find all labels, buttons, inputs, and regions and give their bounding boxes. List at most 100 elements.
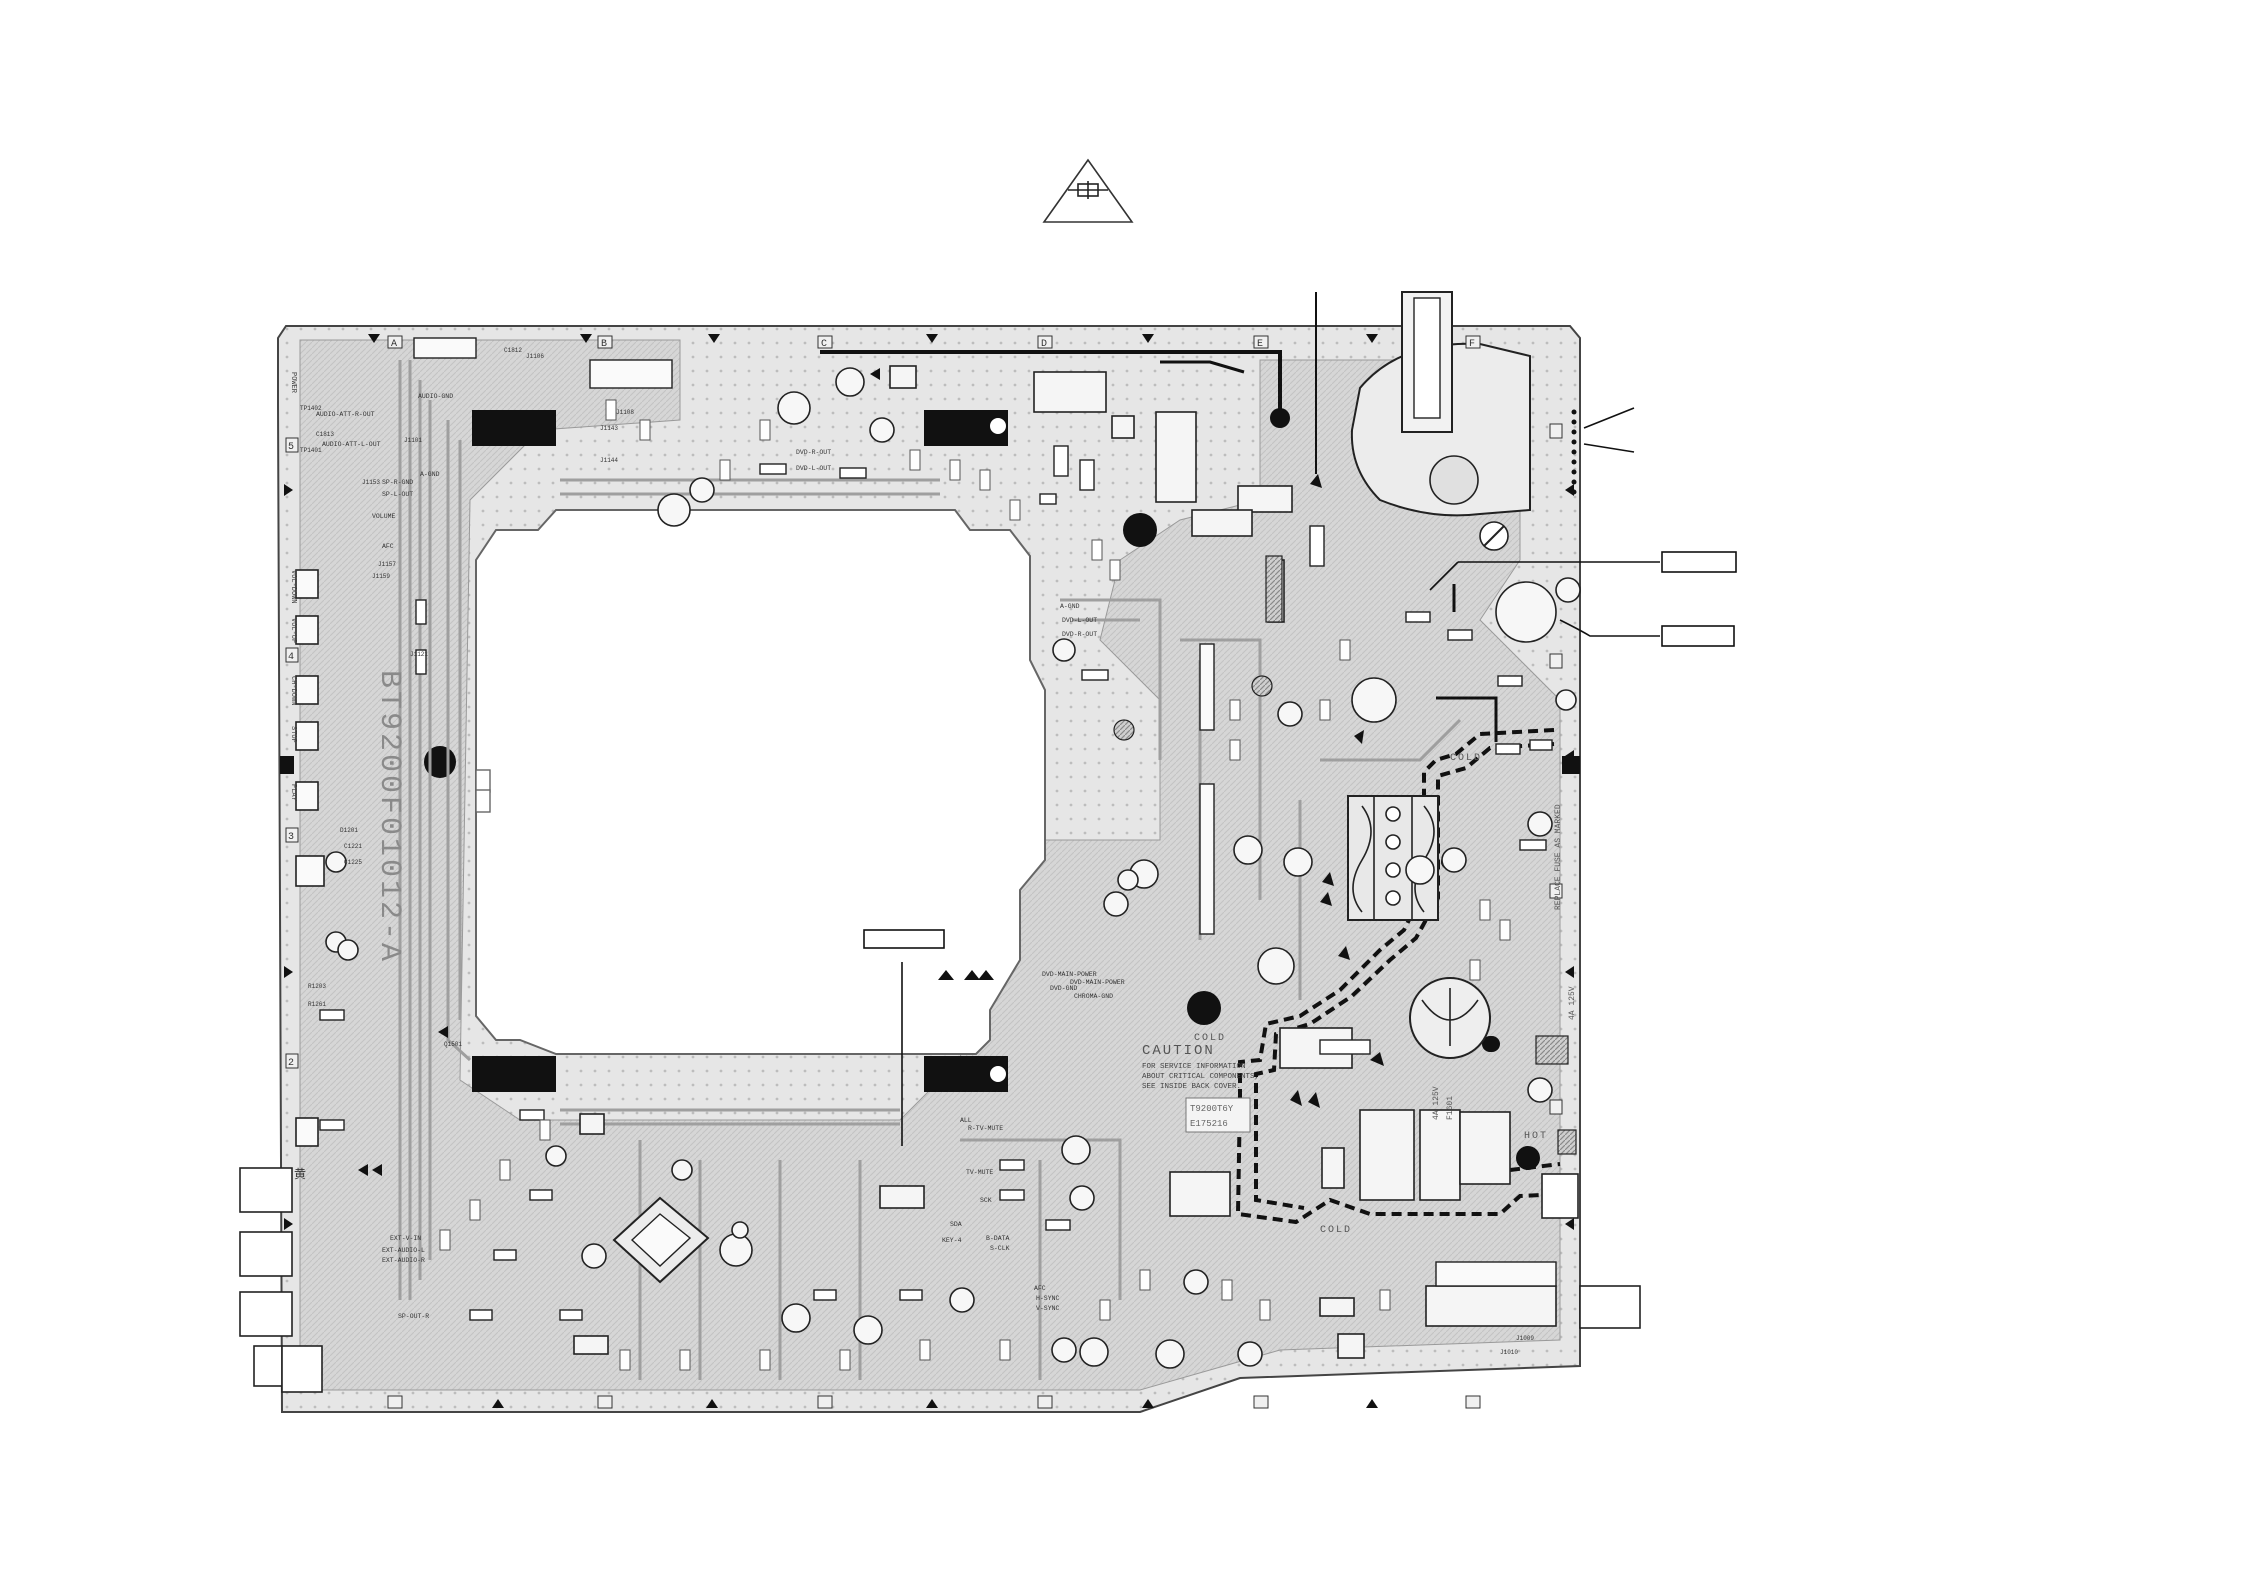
- svg-text:C1225: C1225: [344, 859, 362, 866]
- svg-text:C1813: C1813: [316, 431, 334, 438]
- svg-text:J1101: J1101: [404, 437, 422, 444]
- fuse-rating-2: 4A 125V: [1568, 986, 1577, 1020]
- label-sp-out-r: SP-OUT-R: [398, 1313, 429, 1320]
- leader-lines: [901, 407, 1660, 1146]
- label-power: POWER: [289, 372, 297, 394]
- svg-text:TP1401: TP1401: [300, 447, 322, 454]
- label-dvd-r-out-mid: DVD-R-OUT: [1062, 631, 1097, 638]
- approval-stamp: T9200T6Y E175216: [1185, 1097, 1251, 1133]
- label-all: ALL: [960, 1117, 972, 1124]
- connector-label-yellow: 黄: [294, 1167, 306, 1181]
- grid-letter-b-top: B: [601, 339, 607, 350]
- label-audio-gnd: AUDIO-GND: [418, 393, 453, 400]
- grid-number-5: 5: [288, 442, 294, 453]
- label-dvd-l-out: DVD-L-OUT: [796, 465, 831, 472]
- fuse-notes: 4A 125V F1601 REPLACE FUSE AS MARKED 4A …: [1432, 804, 1577, 1120]
- label-stop: STOP: [289, 726, 297, 743]
- label-b-data: B-DATA: [986, 1235, 1010, 1242]
- label-s-clk: S-CLK: [990, 1245, 1010, 1252]
- label-chroma-gnd: CHROMA-GND: [1074, 993, 1113, 1000]
- label-r-tv-mute: R-TV-MUTE: [968, 1125, 1003, 1132]
- hatched-parts: [1113, 555, 1577, 1155]
- ic-package: [612, 1196, 710, 1284]
- label-vol-up: VOL-UP: [289, 618, 297, 643]
- svg-text:C1812: C1812: [504, 347, 522, 354]
- svg-text:C1221: C1221: [344, 843, 362, 850]
- label-vol-down: VOL-DOWN: [289, 570, 297, 604]
- label-ext-audio-r: EXT-AUDIO-R: [382, 1257, 425, 1264]
- label-key-4: KEY-4: [942, 1237, 962, 1244]
- label-a-gnd-mid: A-GND: [1060, 603, 1080, 610]
- label-sda: SDA: [950, 1221, 962, 1228]
- grid-letter-labels: A B C D E F 5 4 3 2: [288, 339, 1475, 1069]
- label-sp-l-out: SP-L-OUT: [382, 491, 413, 498]
- caution-line-2: ABOUT CRITICAL COMPONENTS,: [1142, 1073, 1259, 1081]
- front-panel-switches: [295, 569, 325, 1147]
- label-tv-mute: TV-MUTE: [966, 1169, 993, 1176]
- board-connectors: [413, 337, 1557, 1287]
- board-part-number: BT9200F01012-A: [372, 670, 406, 964]
- right-edge-connectors: [1541, 1173, 1641, 1329]
- signal-labels-top: AUDIO-ATT-R-OUT AUDIO-ATT-L-OUT AUDIO-GN…: [316, 393, 831, 550]
- svg-text:D1201: D1201: [340, 827, 358, 834]
- svg-text:J1143: J1143: [600, 425, 618, 432]
- fuse-id: F1601: [1446, 1096, 1455, 1120]
- svg-text:J1108: J1108: [616, 409, 634, 416]
- label-dvd-gnd: DVD-GND: [1050, 985, 1077, 992]
- svg-text:Q1501: Q1501: [444, 1041, 462, 1048]
- label-volume: VOLUME: [372, 513, 396, 520]
- label-dvd-main-power-2: DVD-MAIN-POWER: [1070, 979, 1125, 986]
- electrolytic-capacitors: [325, 367, 1581, 1369]
- registration-marks: [280, 334, 1580, 1408]
- stamp-line-1: T9200T6Y: [1190, 1104, 1234, 1114]
- stamp-line-2: E175216: [1190, 1119, 1228, 1129]
- svg-text:J1153: J1153: [362, 479, 380, 486]
- svg-text:R1261: R1261: [308, 1001, 326, 1008]
- grid-letter-e-top: E: [1257, 339, 1263, 350]
- diode-symbols: [358, 368, 1384, 1176]
- callout-boxes: [863, 551, 1737, 949]
- small-components: [439, 399, 1511, 1371]
- svg-text:J1121: J1121: [410, 651, 428, 658]
- component-outlines: [573, 365, 1557, 1359]
- fuse-replace-note: REPLACE FUSE AS MARKED: [1554, 804, 1563, 910]
- label-audio-att-l: AUDIO-ATT-L-OUT: [322, 441, 381, 448]
- label-audio-att-r: AUDIO-ATT-R-OUT: [316, 411, 375, 418]
- grid-letter-f-top: F: [1469, 339, 1475, 350]
- grid-letter-a-top: A: [391, 339, 397, 350]
- svg-text:J1159: J1159: [372, 573, 390, 580]
- label-cold-1: COLD: [1194, 1033, 1226, 1044]
- label-sp-r-gnd: SP-R-GND: [382, 479, 413, 486]
- label-sck: SCK: [980, 1197, 992, 1204]
- label-afc: AFC: [382, 543, 394, 550]
- filter-capacitor: [1409, 977, 1500, 1059]
- label-dvd-r-out: DVD-R-OUT: [796, 449, 831, 456]
- board-cutout: [475, 509, 1046, 1055]
- svg-text:J1009: J1009: [1516, 1335, 1534, 1342]
- label-hot: HOT: [1524, 1131, 1548, 1142]
- grid-letter-d-top: D: [1041, 339, 1047, 350]
- svg-text:R1203: R1203: [308, 983, 326, 990]
- grid-number-3: 3: [288, 832, 294, 843]
- grid-letter-c-top: C: [821, 339, 827, 350]
- isolation-zone-labels: COLD COLD COLD HOT: [1194, 753, 1548, 1236]
- label-h-sync: H-SYNC: [1036, 1295, 1060, 1302]
- front-panel-labels: POWER VOL-DOWN VOL-UP CH-DOWN STOP PLAY: [289, 372, 297, 802]
- pcb-traces: [398, 360, 1462, 1380]
- tuner-module: [1350, 291, 1531, 551]
- svg-text:J1157: J1157: [378, 561, 396, 568]
- grid-number-2: 2: [288, 1058, 294, 1069]
- mounting-pads: [472, 410, 1008, 1092]
- grid-markers: [285, 335, 1563, 1409]
- svg-text:J1010: J1010: [1500, 1349, 1518, 1356]
- av-jack-connectors: [239, 1167, 323, 1393]
- caution-title: CAUTION: [1142, 1043, 1215, 1059]
- label-a-gnd: A-GND: [420, 471, 440, 478]
- label-dvd-l-out-mid: DVD-L-OUT: [1062, 617, 1097, 624]
- label-ext-v-in: EXT-V-IN: [390, 1235, 421, 1242]
- component-designators: J1101 J1106 J1108 J1143 J1144 C1813 C181…: [300, 347, 1534, 1356]
- svg-text:J1106: J1106: [526, 353, 544, 360]
- signal-labels-mid: DVD-MAIN-POWER DVD-GND DVD-MAIN-POWER CH…: [1042, 603, 1125, 1000]
- caution-line-1: FOR SERVICE INFORMATION: [1142, 1063, 1246, 1071]
